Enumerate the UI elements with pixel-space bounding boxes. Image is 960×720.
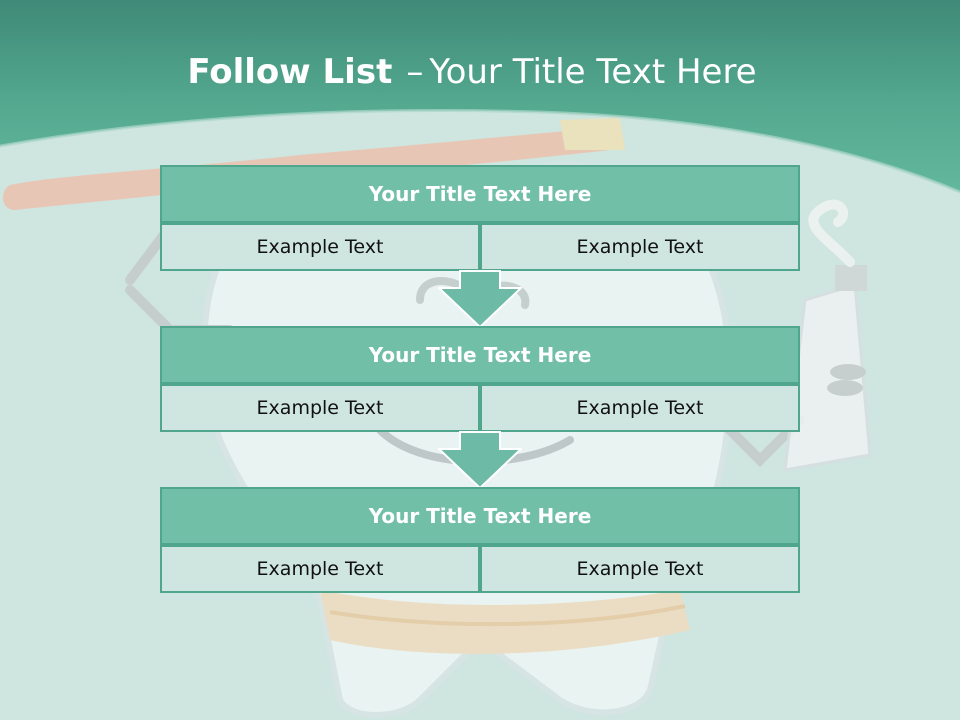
step-title: Your Title Text Here	[160, 487, 800, 545]
step-text-right: Example Text	[480, 223, 800, 271]
slide-title-rest: Your Title Text Here	[429, 52, 757, 92]
step-text-right: Example Text	[480, 384, 800, 432]
down-arrow-icon	[438, 270, 522, 328]
step-text-left: Example Text	[160, 223, 480, 271]
toothpaste-tube-illustration	[783, 199, 872, 472]
slide-title-lead: Follow List	[187, 52, 393, 92]
step-title: Your Title Text Here	[160, 165, 800, 223]
step-text-left: Example Text	[160, 545, 480, 593]
slide-title-dash: –	[406, 52, 424, 92]
step-text-right: Example Text	[480, 545, 800, 593]
slide-title: Follow List–Your Title Text Here	[0, 52, 944, 92]
step-box-1: Your Title Text Here Example Text Exampl…	[160, 165, 800, 271]
step-text-left: Example Text	[160, 384, 480, 432]
step-title: Your Title Text Here	[160, 326, 800, 384]
step-box-2: Your Title Text Here Example Text Exampl…	[160, 326, 800, 432]
step-box-3: Your Title Text Here Example Text Exampl…	[160, 487, 800, 593]
down-arrow-icon	[438, 431, 522, 489]
